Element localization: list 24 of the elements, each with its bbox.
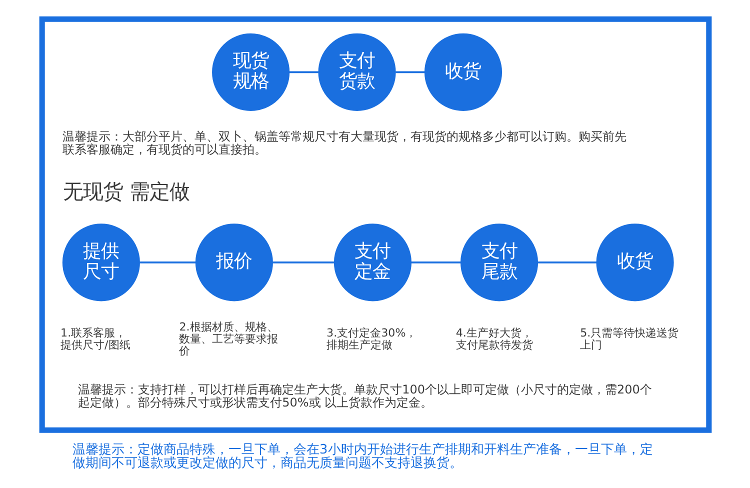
node-circle: 收货 [596, 224, 674, 302]
node-label: 1.联系客服，提供尺寸/图纸 [60, 326, 130, 352]
label: 温馨提示：大部分平片、单、双卜、锅盖等常规尺寸有大量现货，有现货的规格多少都可以订购。购买前先联系客服确定，有现货的可以直接拍。 [62, 129, 626, 156]
node-circle: 支付尾款 [460, 224, 538, 302]
connector [395, 71, 424, 74]
node-circle: 报价 [194, 224, 272, 302]
label: 温馨提示：定做商品特殊，一旦下单，会在3小时内开始进行生产排期和开料生产准备，一旦下单，定做期间不可退款或更改定做的尺寸，商品无质量问题不支持退换货。 [72, 442, 652, 472]
connector [288, 71, 318, 74]
connector [537, 262, 596, 264]
node-circle: 现货规格 [212, 33, 290, 111]
label: 温馨提示：支持打样，可以打样后再确定生产大货。单款尺寸100个以上即可定做（小尺寸的定做，需200个起定做）。部分特殊尺寸或形状需支付50%或 以上货款作为定金。 [78, 382, 652, 410]
node-circle: 支付定金 [333, 224, 412, 302]
node-circle: 支付货款 [318, 33, 396, 111]
node-circle: 提供尺寸 [62, 224, 140, 302]
cluster [38, 16, 712, 433]
connector [410, 262, 460, 264]
node-label: 4.生产好大货，支付尾款待发货 [455, 326, 532, 352]
connector [272, 262, 334, 264]
connector [139, 262, 196, 264]
node-label: 3.支付定金30%，排期生产定做 [326, 326, 416, 352]
node-circle: 收货 [424, 33, 502, 111]
node-label: 2.根据材质、规格、数量、工艺等要求报价 [178, 320, 278, 358]
node-label: 5.只需等待快递送货上门 [580, 326, 678, 352]
label: 无现货 需定做 [62, 179, 189, 204]
